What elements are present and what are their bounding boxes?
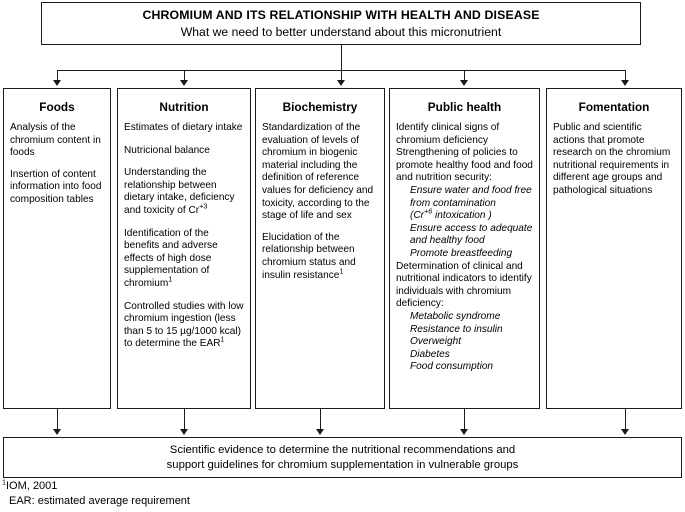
footnote-abbreviation: EAR: estimated average requirement bbox=[9, 495, 190, 507]
public-health-sub1-item-1: Ensure water and food free from contamin… bbox=[410, 184, 532, 209]
title-box: CHROMIUM AND ITS RELATIONSHIP WITH HEALT… bbox=[41, 2, 641, 45]
conclusion-box: Scientific evidence to determine the nut… bbox=[3, 437, 682, 478]
nutrition-item-5-text: Controlled studies with low chromium ing… bbox=[124, 300, 244, 350]
title-down-stem bbox=[341, 45, 343, 70]
drop-nutrition bbox=[184, 70, 186, 81]
arrow-biochemistry-to-conclusion bbox=[316, 429, 324, 435]
biochemistry-item-2-text: Elucidation of the relationship between … bbox=[262, 231, 356, 281]
nutrition-item-4-text: Identification of the benefits and adver… bbox=[124, 227, 218, 289]
fomentation-item-1: Public and scientific actions that promo… bbox=[553, 122, 671, 196]
public-health-sublist-1: Ensure water and food free from contamin… bbox=[396, 185, 533, 261]
public-health-sub2-item-5: Food consumption bbox=[410, 361, 494, 373]
public-health-mid-line: Determination of clinical and nutritiona… bbox=[396, 260, 532, 310]
nutrition-item-2: Nutricional balance bbox=[124, 144, 210, 156]
arrow-to-fomentation bbox=[621, 80, 629, 86]
biochemistry-item-2: Elucidation of the relationship between … bbox=[262, 232, 378, 282]
nutrition-body: Estimates of dietary intake Nutricional … bbox=[124, 122, 244, 351]
arrow-to-nutrition bbox=[180, 80, 188, 86]
public-health-sub2-item-4: Diabetes bbox=[410, 348, 450, 360]
biochemistry-body: Standardization of the evaluation of lev… bbox=[262, 122, 378, 282]
arrow-to-foods bbox=[53, 80, 61, 86]
riser-nutrition bbox=[184, 409, 186, 430]
drop-publichealth bbox=[464, 70, 466, 81]
category-box-public-health: Public health Identify clinical signs of… bbox=[389, 88, 540, 409]
category-box-fomentation: Fomentation Public and scientific action… bbox=[546, 88, 682, 409]
arrow-foods-to-conclusion bbox=[53, 429, 61, 435]
nutrition-item-4: Identification of the benefits and adver… bbox=[124, 228, 244, 291]
biochemistry-ref-1: 1 bbox=[339, 266, 344, 276]
arrow-fomentation-to-conclusion bbox=[621, 429, 629, 435]
nutrition-item-3: Understanding the relationship between d… bbox=[124, 167, 244, 217]
public-health-lead-1: Identify clinical signs of chromium defi… bbox=[396, 122, 500, 146]
title-subheading: What we need to better understand about … bbox=[180, 24, 502, 39]
fomentation-body: Public and scientific actions that promo… bbox=[553, 122, 675, 198]
foods-item-1: Analysis of the chromium content in food… bbox=[10, 122, 101, 159]
arrow-to-publichealth bbox=[460, 80, 468, 86]
public-health-sub1-item-4: Promote breastfeeding bbox=[410, 247, 513, 259]
footnote-marker: 1 bbox=[2, 477, 6, 487]
biochemistry-header: Biochemistry bbox=[282, 100, 358, 114]
title-heading: CHROMIUM AND ITS RELATIONSHIP WITH HEALT… bbox=[142, 7, 540, 22]
nutrition-header: Nutrition bbox=[159, 100, 209, 114]
arrow-nutrition-to-conclusion bbox=[180, 429, 188, 435]
nutrition-item-1: Estimates of dietary intake bbox=[124, 122, 243, 133]
public-health-sub2-item-1: Metabolic syndrome bbox=[410, 310, 501, 322]
public-health-header: Public health bbox=[427, 100, 502, 114]
cr3-superscript: +3 bbox=[199, 201, 208, 211]
category-box-biochemistry: Biochemistry Standardization of the eval… bbox=[255, 88, 385, 409]
riser-biochemistry bbox=[320, 409, 322, 430]
footnotes: 1IOM, 2001 EAR: estimated average requir… bbox=[2, 477, 402, 509]
biochemistry-item-1: Standardization of the evaluation of lev… bbox=[262, 122, 374, 222]
riser-foods bbox=[57, 409, 59, 430]
riser-publichealth bbox=[464, 409, 466, 430]
drop-biochemistry bbox=[341, 70, 343, 81]
public-health-lead-2: Strengthening of policies to promote hea… bbox=[396, 147, 533, 184]
public-health-sub1-item-2: (Cr+6 intoxication ) bbox=[410, 206, 492, 222]
public-health-body: Identify clinical signs of chromium defi… bbox=[396, 122, 533, 374]
footnote-reference: 1IOM, 2001 bbox=[2, 477, 402, 494]
foods-item-2: Insertion of content information into fo… bbox=[10, 168, 102, 205]
foods-header: Foods bbox=[39, 100, 75, 114]
category-box-nutrition: Nutrition Estimates of dietary intake Nu… bbox=[117, 88, 251, 409]
public-health-sublist-2: Metabolic syndrome Resistance to insulin… bbox=[396, 311, 533, 374]
drop-foods bbox=[57, 70, 59, 81]
drop-fomentation bbox=[625, 70, 627, 81]
nutrition-ref-2: 1 bbox=[220, 334, 225, 344]
nutrition-item-5: Controlled studies with low chromium ing… bbox=[124, 301, 244, 351]
category-box-foods: Foods Analysis of the chromium content i… bbox=[3, 88, 111, 409]
footnote-reference-text: IOM, 2001 bbox=[6, 480, 58, 492]
public-health-sub1-item-3: Ensure access to adequate and healthy fo… bbox=[410, 222, 533, 247]
conclusion-line-2: support guidelines for chromium suppleme… bbox=[166, 458, 519, 471]
public-health-sub2-item-3: Overweight bbox=[410, 336, 462, 348]
foods-body: Analysis of the chromium content in food… bbox=[10, 122, 104, 207]
conclusion-line-1: Scientific evidence to determine the nut… bbox=[169, 443, 516, 456]
arrow-publichealth-to-conclusion bbox=[460, 429, 468, 435]
arrow-to-biochemistry bbox=[337, 80, 345, 86]
public-health-sub2-item-2: Resistance to insulin bbox=[410, 323, 503, 335]
riser-fomentation bbox=[625, 409, 627, 430]
nutrition-ref-1: 1 bbox=[168, 274, 173, 284]
fomentation-header: Fomentation bbox=[578, 100, 650, 114]
nutrition-item-3-text: Understanding the relationship between d… bbox=[124, 167, 235, 216]
cr6-superscript: +6 bbox=[424, 206, 433, 216]
